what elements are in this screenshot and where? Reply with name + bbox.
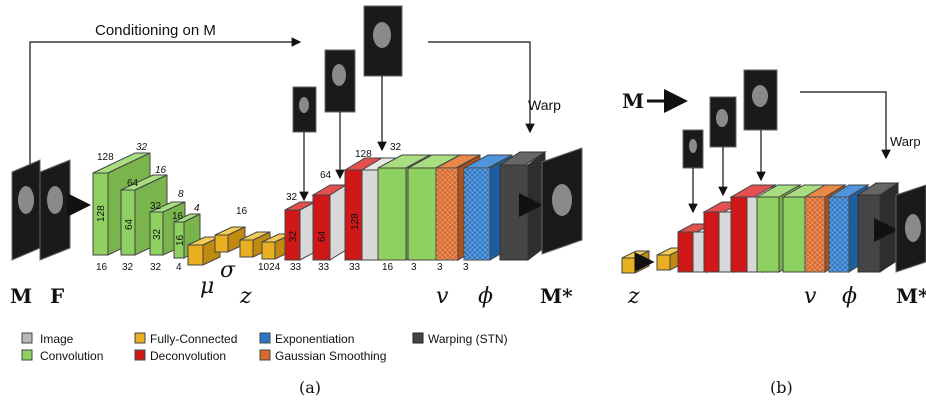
warp-arrow-b [800, 91, 891, 160]
svg-text:32: 32 [390, 142, 402, 153]
warping-stn-block-b [856, 182, 900, 273]
svg-text:Image: Image [40, 332, 74, 346]
svg-text:Gaussian Smoothing: Gaussian Smoothing [275, 349, 386, 363]
cond-image-2 [324, 49, 356, 113]
svg-text:32: 32 [136, 142, 148, 153]
legend-item-fully-connected: Fully-Connected [134, 332, 237, 346]
dim-labels-top: 128 32 64 16 32 8 16 4 16 32 64 128 32 [97, 142, 402, 222]
input-image-F [39, 159, 71, 261]
svg-text:128: 128 [97, 152, 114, 163]
legend-item-deconvolution: Deconvolution [134, 349, 226, 363]
legend-item-warping: Warping (STN) [412, 332, 508, 346]
svg-text:8: 8 [178, 189, 184, 200]
svg-text:32: 32 [152, 228, 163, 240]
svg-text:3: 3 [411, 262, 417, 273]
legend-item-gaussian-smoothing: Gaussian Smoothing [259, 349, 386, 363]
dim-labels-side: 128 64 32 16 32 64 128 [96, 205, 361, 246]
legend: Image Convolution Fully-Connected Deconv… [21, 332, 508, 363]
warp-label-b: Warp [890, 134, 921, 149]
symbol-Mstar-a: M* [540, 284, 573, 308]
svg-text:16: 16 [382, 262, 394, 273]
conditioning-label: Conditioning on M [95, 22, 216, 39]
svg-text:1024: 1024 [258, 262, 281, 273]
svg-text:Exponentiation: Exponentiation [275, 332, 354, 346]
svg-text:Deconvolution: Deconvolution [150, 349, 226, 363]
symbol-phi-b: ϕ [842, 284, 857, 309]
symbol-sigma: σ [220, 258, 236, 283]
svg-text:32: 32 [286, 192, 298, 203]
svg-text:4: 4 [194, 203, 200, 214]
output-image-Mstar [541, 147, 583, 255]
svg-text:16: 16 [236, 206, 248, 217]
svg-text:Warping (STN): Warping (STN) [428, 332, 508, 346]
svg-text:64: 64 [320, 170, 332, 181]
symbol-z-b: z [627, 284, 640, 309]
cond-image-b3 [743, 69, 778, 131]
symbol-mu: μ [200, 274, 214, 299]
symbol-z-a: z [239, 284, 252, 309]
svg-text:64: 64 [317, 230, 328, 242]
svg-text:32: 32 [288, 230, 299, 242]
cond-image-1 [292, 86, 317, 133]
svg-text:16: 16 [155, 165, 167, 176]
svg-text:33: 33 [318, 262, 330, 273]
svg-text:64: 64 [124, 218, 135, 230]
cond-image-b1 [682, 129, 704, 169]
svg-text:32: 32 [122, 262, 134, 273]
caption-a: (a) [299, 378, 321, 397]
legend-item-convolution: Convolution [21, 349, 103, 363]
warping-stn-block [498, 150, 547, 262]
svg-text:16: 16 [175, 234, 186, 246]
symbol-phi-a: ϕ [478, 284, 493, 309]
svg-text:128: 128 [355, 149, 372, 160]
symbol-v-a: v [436, 284, 449, 309]
svg-text:3: 3 [463, 262, 469, 273]
svg-text:Convolution: Convolution [40, 349, 103, 363]
symbol-M-b: M [622, 89, 644, 113]
symbol-v-b: v [804, 284, 817, 309]
caption-b: (b) [770, 378, 793, 397]
deconv-block-2 [311, 184, 348, 261]
svg-text:16: 16 [172, 211, 184, 222]
cond-image-b2 [709, 96, 737, 148]
legend-item-image: Image [21, 332, 74, 346]
svg-text:33: 33 [349, 262, 361, 273]
conditioning-arrow [29, 37, 302, 172]
svg-text:64: 64 [127, 178, 139, 189]
fc-block-mu [187, 236, 221, 266]
symbol-F: F [50, 284, 64, 308]
svg-text:32: 32 [150, 201, 162, 212]
svg-text:32: 32 [150, 262, 162, 273]
svg-text:16: 16 [96, 262, 108, 273]
input-image-M [11, 159, 41, 261]
output-image-Mstar-b [895, 184, 926, 273]
svg-text:128: 128 [96, 205, 107, 222]
deconv-block-1 [284, 201, 316, 261]
svg-text:3: 3 [437, 262, 443, 273]
svg-text:33: 33 [290, 262, 302, 273]
dim-labels-bottom: 16 32 32 4 1024 33 33 33 16 3 3 3 [96, 262, 469, 273]
svg-text:4: 4 [176, 262, 182, 273]
svg-text:128: 128 [350, 213, 361, 230]
symbol-Mstar-b: M* [896, 284, 926, 308]
cond-image-3 [363, 5, 403, 77]
legend-item-exponentiation: Exponentiation [259, 332, 354, 346]
warp-arrow [428, 41, 535, 134]
svg-text:Fully-Connected: Fully-Connected [150, 332, 237, 346]
symbol-M: M [10, 284, 32, 308]
warp-label-a: Warp [528, 97, 561, 113]
